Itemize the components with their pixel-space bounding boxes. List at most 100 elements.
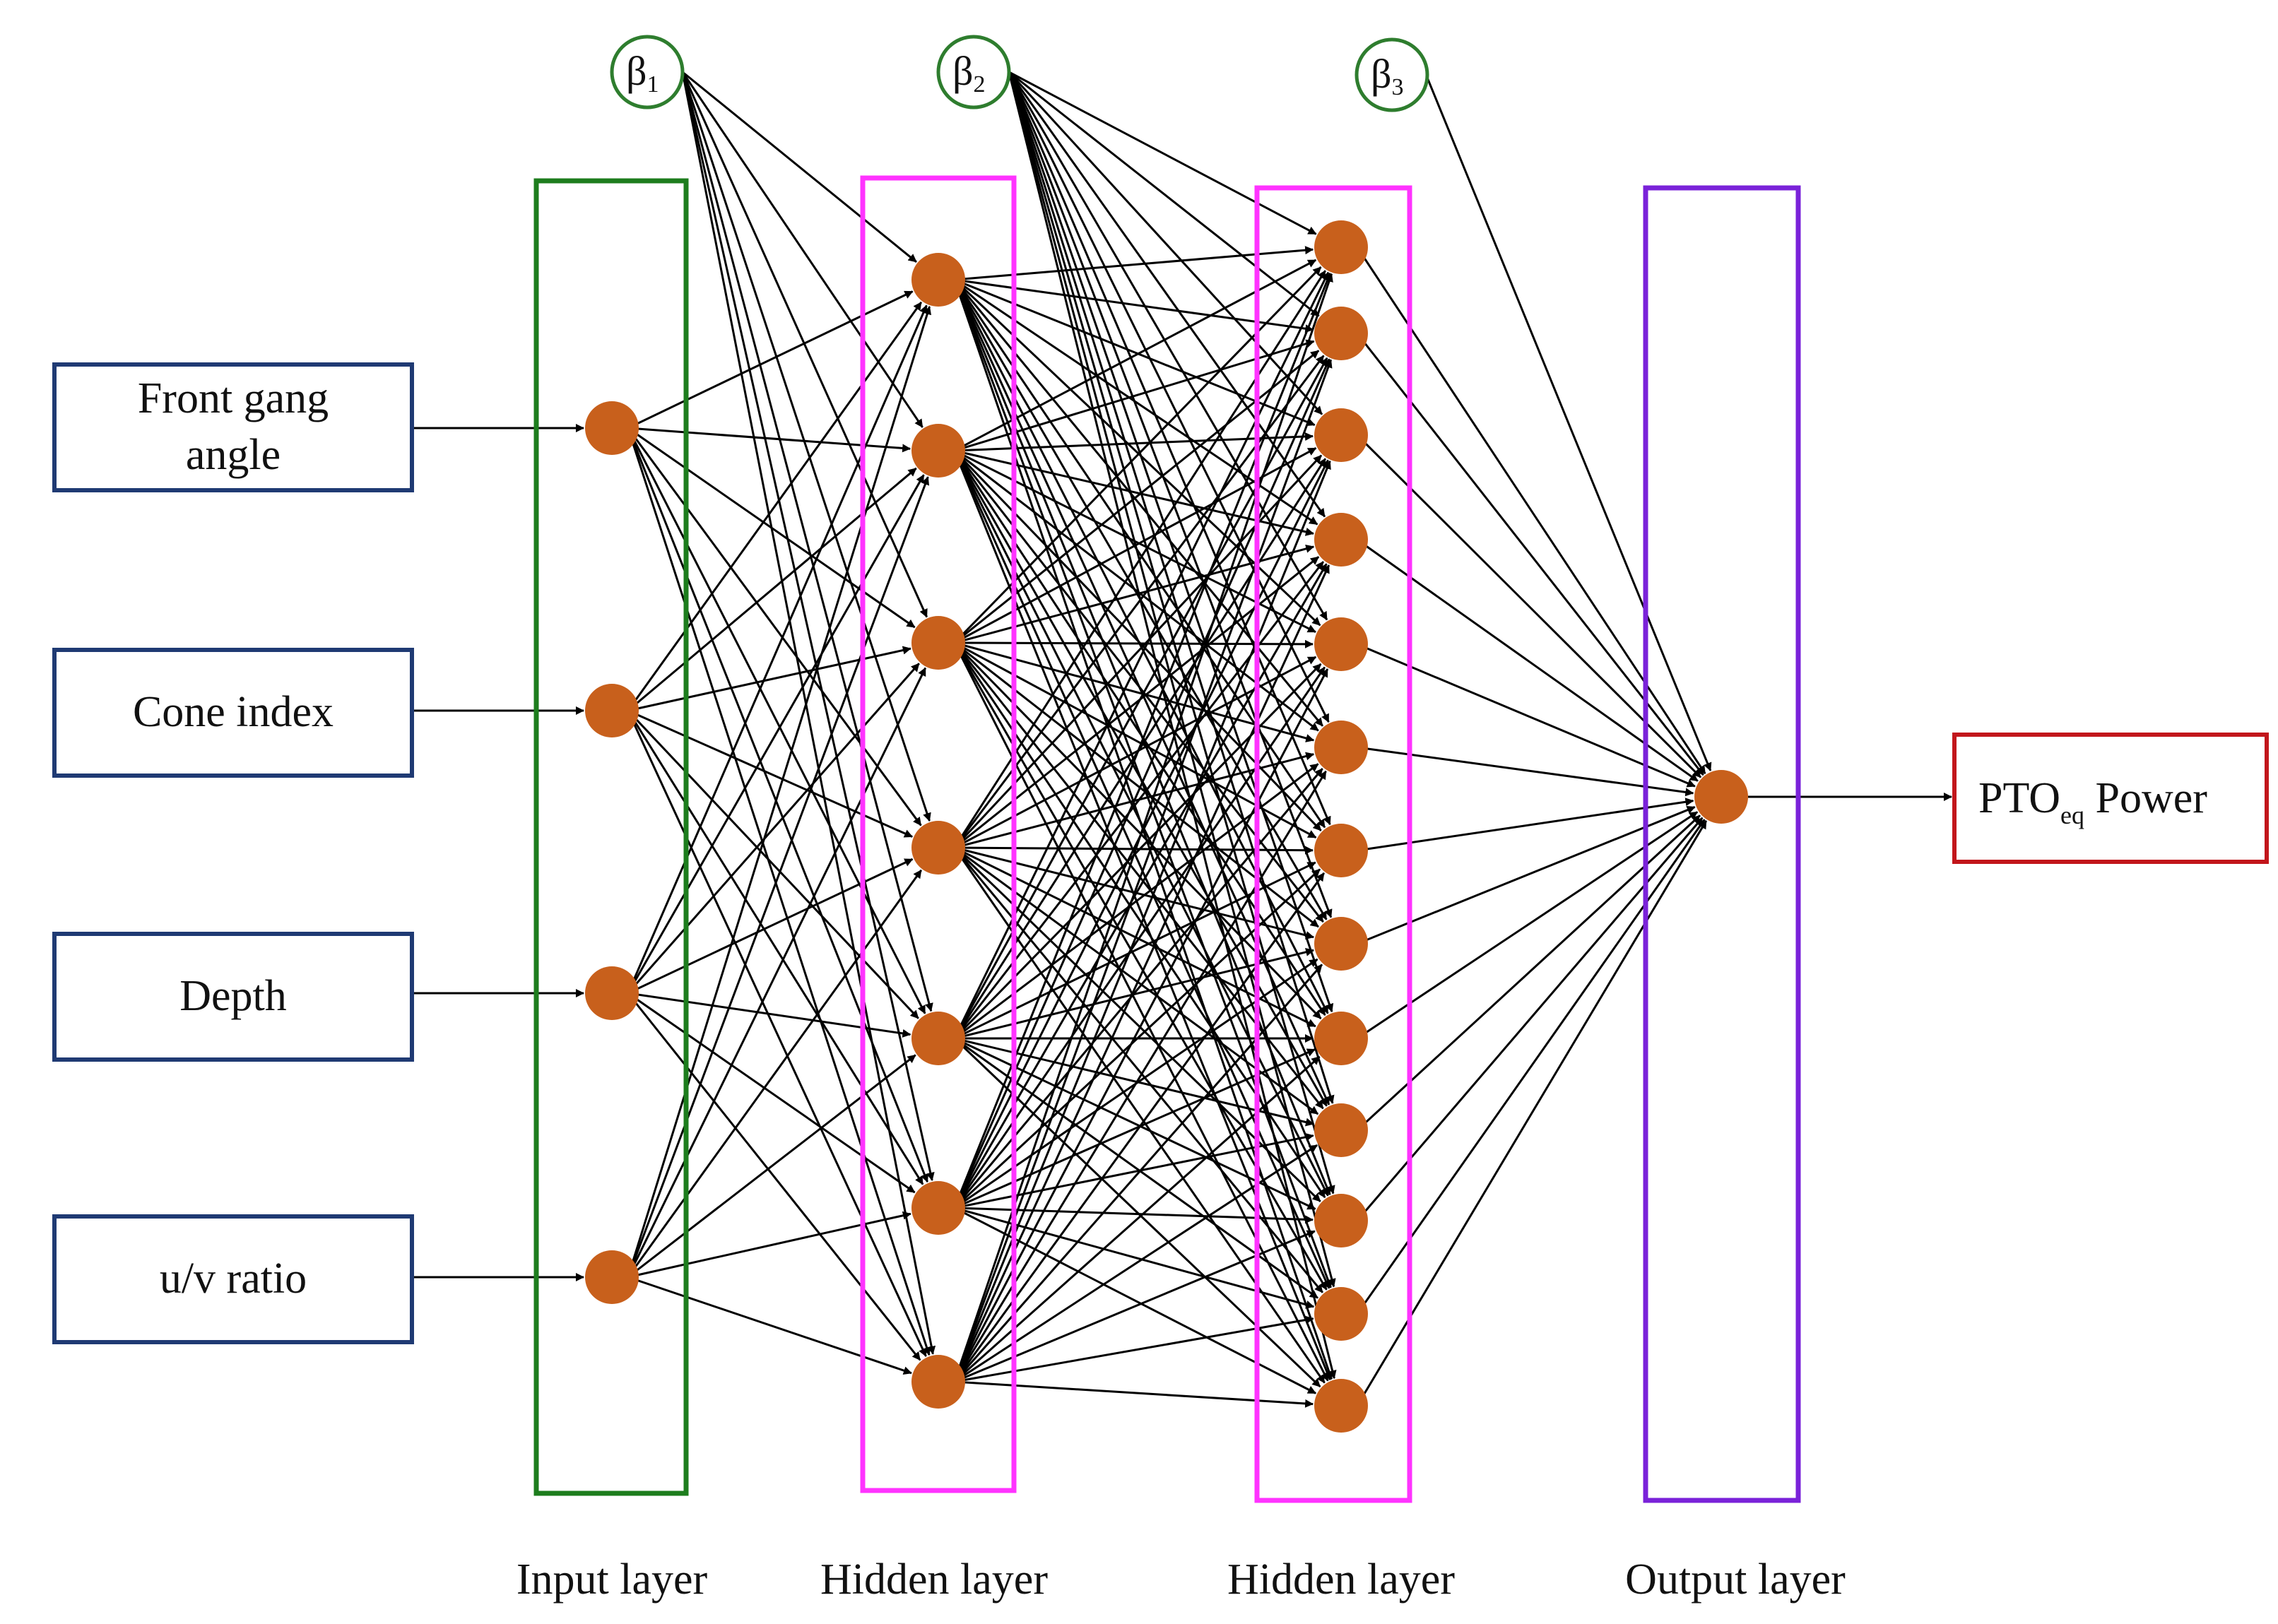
connection-edge xyxy=(953,460,1331,1382)
neuron-nodes xyxy=(585,220,1748,1433)
connection-edge xyxy=(1356,538,1699,782)
connection-edge xyxy=(1357,746,1694,797)
neuron-node-layer-2 xyxy=(911,1012,965,1065)
connection-edge xyxy=(953,450,1328,1107)
input-label: u/v ratio xyxy=(160,1255,307,1303)
bias-edge xyxy=(1008,71,1331,826)
connection-edge xyxy=(953,964,1323,1382)
bias-edge xyxy=(681,71,933,1012)
connection-edge xyxy=(627,427,922,826)
neuron-node-layer-3 xyxy=(1314,220,1368,274)
connection-edge xyxy=(627,427,926,1014)
bias-edge xyxy=(1426,77,1712,771)
hidden-layer-1-frame xyxy=(860,175,1017,1493)
connection-edge xyxy=(953,668,1329,1382)
caption-output-layer: Output layer xyxy=(1625,1555,1846,1604)
connection-edge xyxy=(953,1037,1321,1388)
neuron-node-layer-3 xyxy=(1314,824,1368,877)
bias-edge xyxy=(1008,71,1323,415)
connection-edge xyxy=(953,1037,1318,1299)
connection-edge xyxy=(627,992,921,1361)
connection-edge xyxy=(953,359,1333,1382)
neuron-node-layer-2 xyxy=(911,1355,965,1409)
neuron-node-layer-3 xyxy=(1314,721,1368,774)
neuron-node-layer-2 xyxy=(911,253,965,307)
neuron-node-layer-3 xyxy=(1314,917,1368,971)
input-box-uv-ratio: u/v ratio xyxy=(52,1214,414,1344)
svg-text:β3: β3 xyxy=(1371,51,1404,100)
connection-edge xyxy=(953,271,1330,1039)
bias-edge xyxy=(1008,71,1337,1380)
bias-edge xyxy=(1008,71,1317,235)
connection-edge xyxy=(1357,798,1694,852)
bias-edge xyxy=(1008,71,1330,723)
connection-edge xyxy=(1357,805,1696,945)
connection-edge xyxy=(627,427,929,1183)
input-label-line1: Front gang xyxy=(138,374,329,422)
bias-edge xyxy=(681,71,931,822)
connection-edge xyxy=(953,770,1327,1382)
connection-edge xyxy=(1356,811,1699,1040)
neuron-node-layer-4 xyxy=(1694,770,1748,824)
connection-edge xyxy=(627,858,914,995)
connection-edge xyxy=(627,1276,912,1375)
bias-edge xyxy=(681,71,935,1181)
neuron-node-layer-3 xyxy=(1314,1287,1368,1341)
connection-edge xyxy=(627,306,932,1278)
input-layer-frame xyxy=(533,178,689,1496)
input-box-depth: Depth xyxy=(52,932,414,1062)
bias-edge xyxy=(1008,71,1326,518)
neuron-node-layer-1 xyxy=(585,1250,639,1304)
connection-edge xyxy=(627,646,911,712)
bias-node-1: β1 xyxy=(610,35,685,109)
neuron-node-layer-3 xyxy=(1314,307,1368,360)
neuron-node-layer-1 xyxy=(585,966,639,1020)
svg-text:β1: β1 xyxy=(626,48,659,97)
connection-edge xyxy=(953,563,1328,1209)
connection-edge xyxy=(627,992,916,1194)
output-label: PTOeq Power xyxy=(1978,774,2207,829)
bias-edge xyxy=(1008,71,1333,918)
connection-edge xyxy=(627,467,917,712)
hidden-layer-2-frame xyxy=(1254,185,1412,1503)
neuron-node-layer-3 xyxy=(1314,1194,1368,1247)
bias-edge xyxy=(1008,71,1320,317)
caption-input-layer: Input layer xyxy=(517,1555,708,1604)
output-layer-frame xyxy=(1643,185,1801,1503)
neuron-node-layer-3 xyxy=(1314,1012,1368,1065)
input-box-cone-index: Cone index xyxy=(52,648,414,778)
neuron-node-layer-3 xyxy=(1314,1103,1368,1157)
bias-edge xyxy=(681,71,928,618)
connection-edge xyxy=(627,992,911,1038)
bias-node-3: β3 xyxy=(1355,37,1429,112)
bias-edge xyxy=(681,71,936,1355)
bias-edge xyxy=(1008,71,1336,1288)
neuron-node-layer-3 xyxy=(1314,1379,1368,1433)
connection-edge xyxy=(953,450,1326,1016)
bias-node-2: β2 xyxy=(936,35,1011,109)
connection-edge xyxy=(627,1054,916,1279)
connection-edge xyxy=(627,667,927,1278)
neuron-node-layer-1 xyxy=(585,401,639,455)
connection-edge xyxy=(627,869,923,1278)
input-label: Depth xyxy=(179,972,287,1020)
connection-edge xyxy=(627,709,919,1019)
neuron-node-layer-1 xyxy=(585,684,639,737)
connection-edge xyxy=(627,710,927,1357)
bias-edge xyxy=(682,71,917,263)
connection-edge xyxy=(627,427,931,1356)
input-label-line2: angle xyxy=(186,431,281,479)
connection-edge xyxy=(953,564,1330,1382)
bias-edge xyxy=(1008,71,1335,1104)
output-box-pto-power: PTOeq Power xyxy=(1952,733,2269,864)
connection-edge xyxy=(953,272,1332,1209)
connection-edge xyxy=(1357,643,1696,788)
neuron-node-layer-2 xyxy=(911,616,965,670)
neuron-node-layer-3 xyxy=(1314,617,1368,671)
bias-edge xyxy=(1008,71,1334,1013)
connection-edge xyxy=(627,710,924,1185)
neuron-node-layer-2 xyxy=(911,1181,965,1235)
svg-text:β2: β2 xyxy=(952,48,986,97)
caption-hidden-layer-2: Hidden layer xyxy=(1227,1555,1455,1604)
